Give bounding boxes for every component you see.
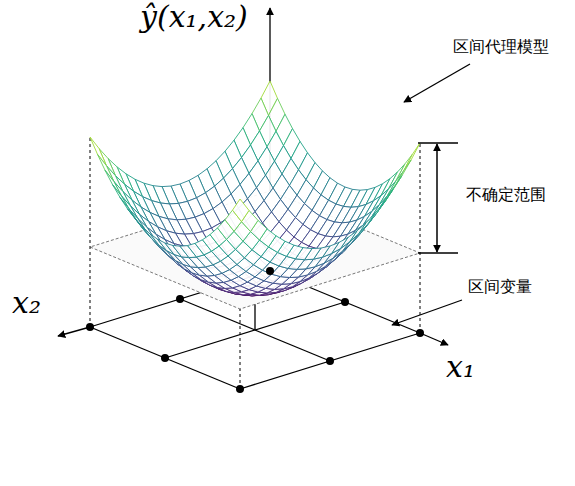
axis-label: x₁ — [446, 350, 475, 385]
grid-point — [236, 385, 244, 393]
mesh-cell — [98, 154, 115, 181]
leader-line — [392, 300, 462, 325]
callout-label: 不确定范围 — [466, 186, 546, 204]
mesh-cell — [341, 231, 358, 249]
dashed-guide — [240, 309, 241, 389]
dashed-guide — [90, 137, 91, 327]
mesh-cell — [233, 199, 250, 222]
axis-label: x₂ — [12, 286, 41, 321]
grid-point — [176, 295, 184, 303]
callout-label: 区间代理模型 — [453, 38, 549, 56]
grid-line — [240, 333, 420, 389]
grid-point — [416, 329, 424, 337]
bracket-tick — [418, 142, 458, 143]
axis-label: ŷ(x₁,x₂) — [140, 0, 248, 35]
grid-point — [161, 354, 169, 362]
bracket-tick — [418, 252, 458, 253]
leader-line — [404, 64, 470, 102]
grid-point — [266, 267, 274, 275]
mesh-cell — [90, 137, 107, 166]
grid-point — [341, 298, 349, 306]
grid-line — [90, 327, 240, 389]
mesh-cell — [114, 182, 131, 206]
x1-axis — [420, 333, 448, 345]
range-arrow — [436, 144, 438, 252]
x2-axis — [58, 327, 90, 336]
callout-label: 区间变量 — [468, 278, 532, 296]
grid-point — [326, 357, 334, 365]
grid-point — [86, 323, 94, 331]
dashed-guide — [420, 143, 421, 333]
